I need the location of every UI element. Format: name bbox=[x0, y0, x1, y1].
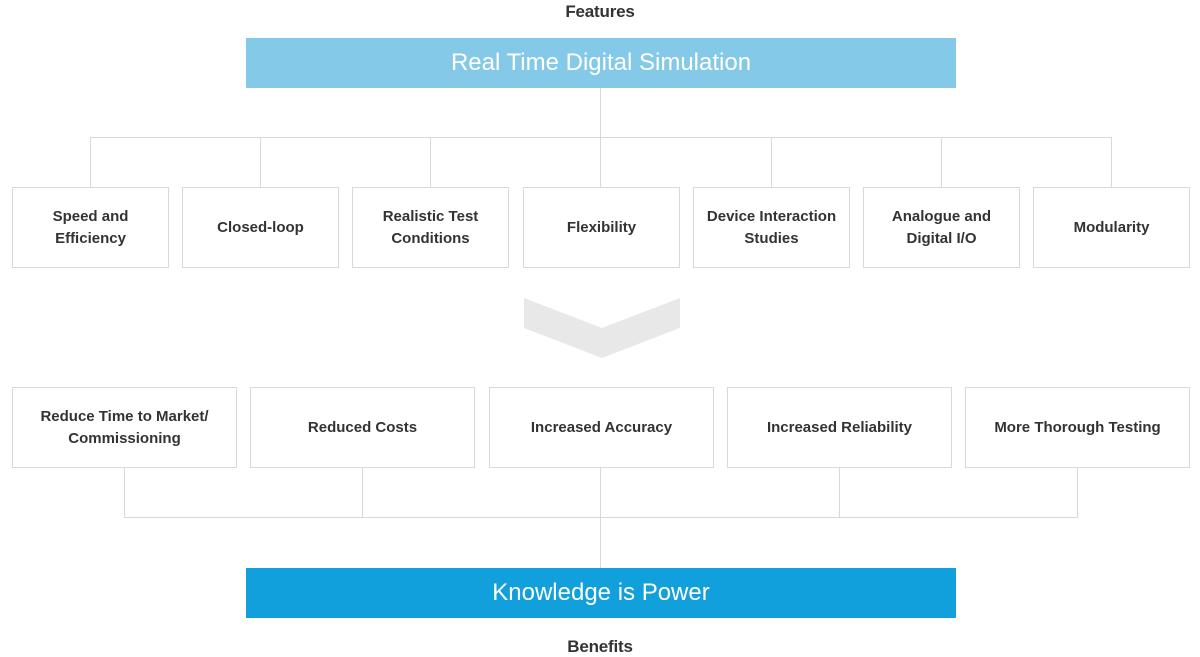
benefit-rise-line bbox=[1077, 467, 1078, 518]
feature-box-flexibility: Flexibility bbox=[523, 187, 680, 268]
chevron-down-icon bbox=[524, 298, 680, 358]
feature-drop-line bbox=[1111, 137, 1112, 188]
feature-box-modularity: Modularity bbox=[1033, 187, 1190, 268]
benefit-rise-line bbox=[362, 467, 363, 518]
feature-drop-line bbox=[430, 137, 431, 188]
benefit-box-time-to-market: Reduce Time to Market/ Commissioning bbox=[12, 387, 237, 468]
benefit-rise-line bbox=[839, 467, 840, 518]
features-heading: Features bbox=[565, 2, 635, 21]
benefit-box-reduced-costs: Reduced Costs bbox=[250, 387, 475, 468]
feature-drop-line bbox=[771, 137, 772, 188]
feature-drop-line bbox=[600, 137, 601, 188]
feature-drop-line bbox=[90, 137, 91, 188]
trunk-connector-top bbox=[600, 88, 601, 138]
benefit-bus-line bbox=[124, 517, 1078, 518]
feature-box-speed-efficiency: Speed and Efficiency bbox=[12, 187, 169, 268]
feature-box-device-interaction: Device Interaction Studies bbox=[693, 187, 850, 268]
bottom-banner: Knowledge is Power bbox=[246, 568, 956, 618]
feature-box-analogue-digital: Analogue and Digital I/O bbox=[863, 187, 1020, 268]
feature-drop-line bbox=[260, 137, 261, 188]
benefits-heading: Benefits bbox=[567, 637, 633, 656]
benefit-box-increased-accuracy: Increased Accuracy bbox=[489, 387, 714, 468]
feature-box-realistic-test: Realistic Test Conditions bbox=[352, 187, 509, 268]
trunk-connector-bottom bbox=[600, 517, 601, 568]
benefit-rise-line bbox=[124, 467, 125, 518]
feature-drop-line bbox=[941, 137, 942, 188]
benefit-box-thorough-testing: More Thorough Testing bbox=[965, 387, 1190, 468]
benefit-box-increased-reliability: Increased Reliability bbox=[727, 387, 952, 468]
top-banner: Real Time Digital Simulation bbox=[246, 38, 956, 88]
feature-box-closed-loop: Closed-loop bbox=[182, 187, 339, 268]
benefit-rise-line bbox=[600, 467, 601, 518]
